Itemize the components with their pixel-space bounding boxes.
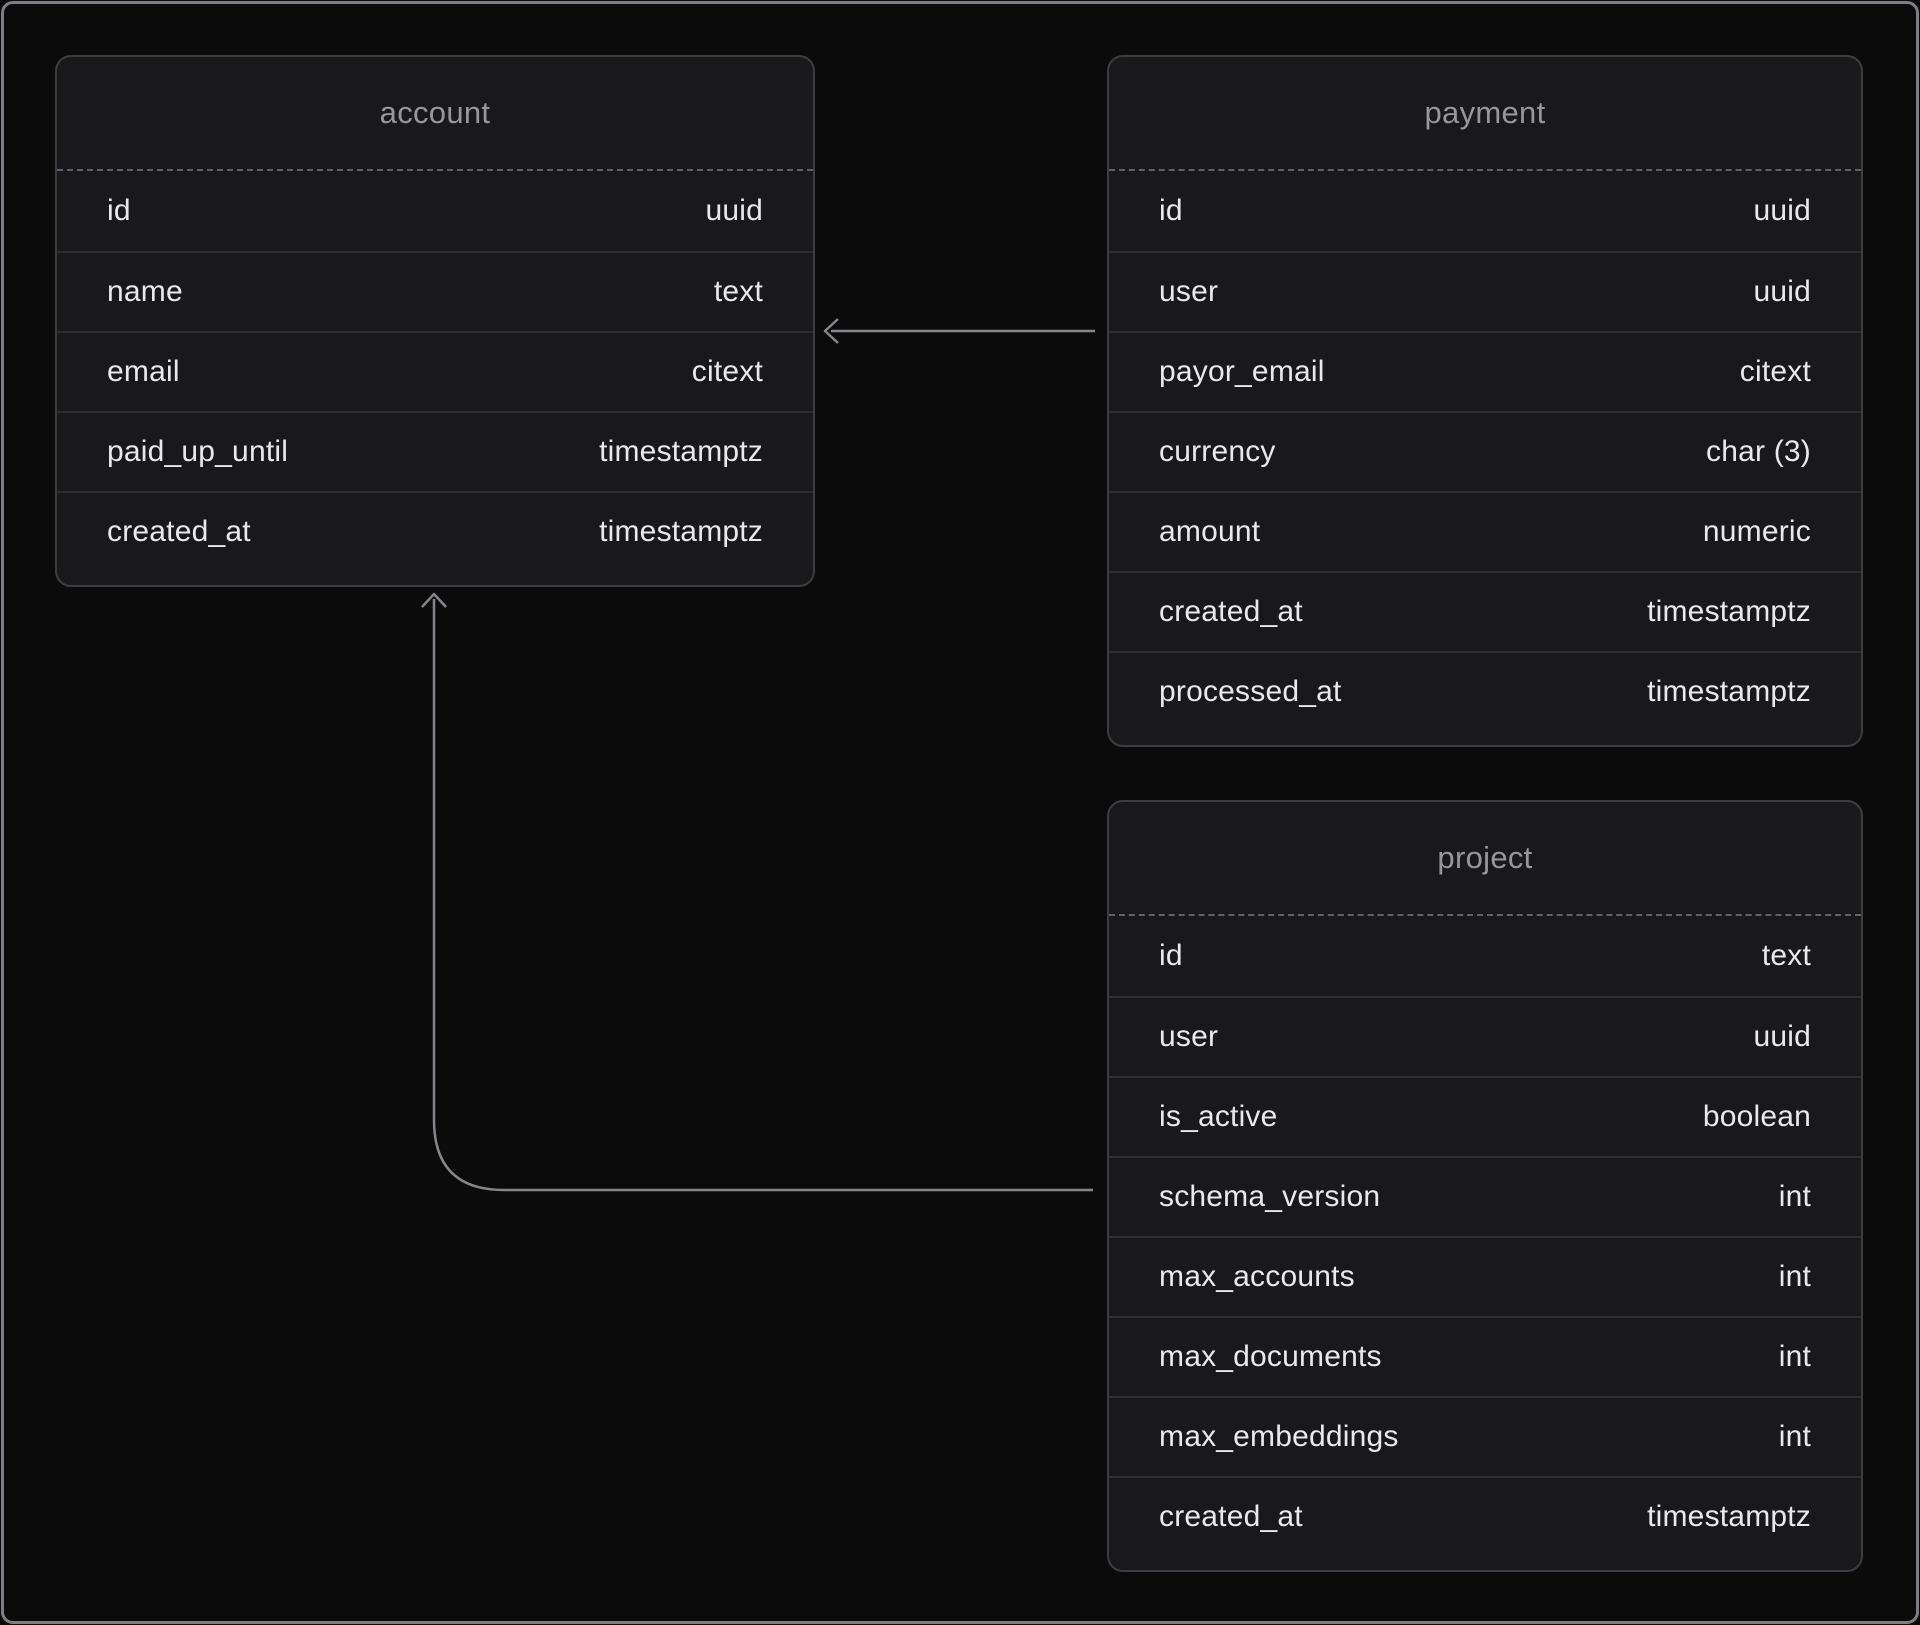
column-type: int [1778,1260,1811,1293]
table-title: payment [1424,95,1546,130]
column-name: created_at [107,515,251,548]
table-row: id uuid [57,171,813,251]
column-name: email [107,355,180,388]
table-row: is_active boolean [1109,1076,1861,1156]
column-name: id [107,194,131,227]
column-name: max_accounts [1159,1260,1355,1293]
column-name: amount [1159,515,1261,548]
table-row: currency char (3) [1109,411,1861,491]
table-row: id text [1109,916,1861,996]
table-row: processed_at timestamptz [1109,651,1861,731]
column-type: int [1778,1420,1811,1453]
column-type: boolean [1702,1100,1811,1133]
table-row: created_at timestamptz [1109,571,1861,651]
table-project[interactable]: project id text user uuid is_active boolean sc… [1107,800,1863,1572]
arrowhead-up-icon [421,592,447,608]
table-title: project [1437,840,1533,875]
column-type: timestamptz [599,435,763,468]
column-name: currency [1159,435,1276,468]
table-row: user uuid [1109,251,1861,331]
arrowhead-left-icon [823,318,839,344]
table-row: user uuid [1109,996,1861,1076]
column-type: uuid [705,194,763,227]
column-name: paid_up_until [107,435,289,468]
column-type: text [713,275,763,308]
table-row: max_accounts int [1109,1236,1861,1316]
column-type: uuid [1753,194,1811,227]
table-row: payor_email citext [1109,331,1861,411]
column-name: schema_version [1159,1180,1381,1213]
column-name: max_documents [1159,1340,1382,1373]
column-name: max_embeddings [1159,1420,1399,1453]
column-name: created_at [1159,595,1303,628]
column-name: processed_at [1159,675,1342,708]
column-type: numeric [1702,515,1811,548]
table-row: paid_up_until timestamptz [57,411,813,491]
column-name: name [107,275,183,308]
column-type: timestamptz [1647,595,1811,628]
column-type: timestamptz [1647,1500,1811,1533]
column-type: timestamptz [1647,675,1811,708]
column-name: user [1159,275,1219,308]
table-row: created_at timestamptz [57,491,813,571]
table-payment[interactable]: payment id uuid user uuid payor_email citext c… [1107,55,1863,747]
column-name: payor_email [1159,355,1325,388]
table-row: amount numeric [1109,491,1861,571]
column-type: int [1778,1180,1811,1213]
table-columns: id text user uuid is_active boolean schema_ver… [1109,914,1861,1570]
table-row: created_at timestamptz [1109,1476,1861,1556]
table-title: account [379,95,491,130]
column-type: uuid [1753,275,1811,308]
table-row: email citext [57,331,813,411]
column-type: int [1778,1340,1811,1373]
column-type: citext [1739,355,1811,388]
column-name: id [1159,194,1183,227]
column-type: citext [691,355,763,388]
connector-project-account[interactable] [421,592,1093,1192]
column-type: timestamptz [599,515,763,548]
table-account[interactable]: account id uuid name text email citext paid_up… [55,55,815,587]
column-type: text [1761,939,1811,972]
table-row: max_documents int [1109,1316,1861,1396]
column-name: is_active [1159,1100,1278,1133]
column-type: uuid [1753,1020,1811,1053]
column-name: created_at [1159,1500,1303,1533]
connector-payment-account[interactable] [823,318,1095,344]
connector-line [432,599,1093,1192]
column-type: char (3) [1706,435,1811,468]
column-name: id [1159,939,1183,972]
table-row: max_embeddings int [1109,1396,1861,1476]
table-row: id uuid [1109,171,1861,251]
table-row: name text [57,251,813,331]
column-name: user [1159,1020,1219,1053]
table-row: schema_version int [1109,1156,1861,1236]
